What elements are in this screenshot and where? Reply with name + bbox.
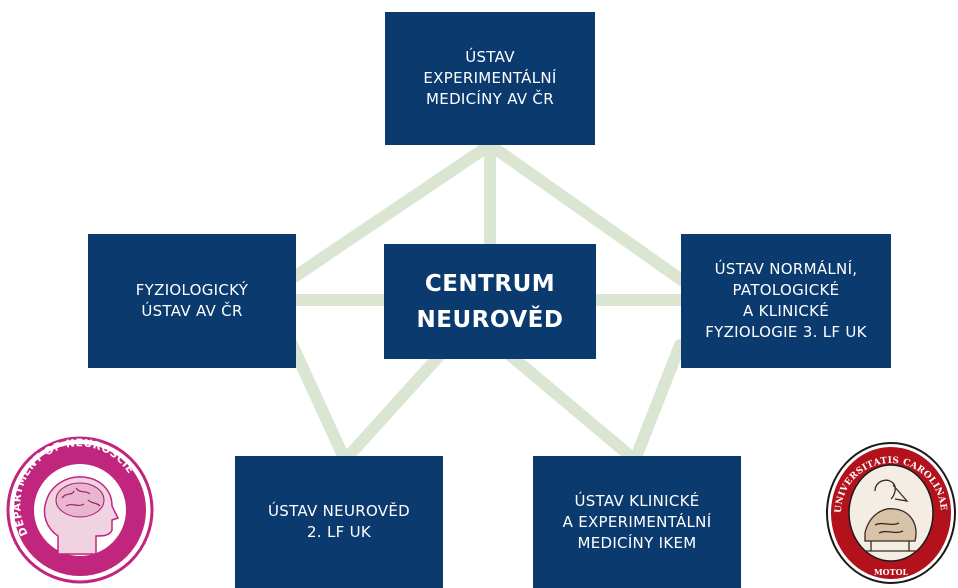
node-text-line: ÚSTAV <box>465 48 515 66</box>
node-text-line: A EXPERIMENTÁLNÍ <box>562 512 712 531</box>
node-text-line: ÚSTAV NEUROVĚD <box>268 502 410 520</box>
node-neuroscience-2lf: ÚSTAV NEUROVĚD 2. LF UK <box>235 456 443 588</box>
link-center-bottomleft <box>339 349 446 466</box>
node-text-line: PATOLOGICKÉ <box>732 281 840 299</box>
node-text-line: FYZIOLOGIE 3. LF UK <box>705 323 867 341</box>
node-physiological-institute: FYZIOLOGICKÝ ÚSTAV AV ČR <box>88 234 296 368</box>
node-text-line: NEUROVĚD <box>416 306 564 333</box>
logo-right-bottom-text: MOTOL <box>874 567 909 577</box>
node-text-line: MEDICÍNY IKEM <box>577 533 697 552</box>
node-text-line: ÚSTAV NORMÁLNÍ, <box>714 260 858 278</box>
link-left-bottomleft <box>284 334 351 466</box>
node-text-line: A KLINICKÉ <box>742 302 830 320</box>
node-text-line: 2. LF UK <box>306 523 372 541</box>
node-physiology-3lf: ÚSTAV NORMÁLNÍ, PATOLOGICKÉ A KLINICKÉ F… <box>681 234 891 368</box>
pelican-seal-icon <box>864 479 917 552</box>
node-ikem: ÚSTAV KLINICKÉ A EXPERIMENTÁLNÍ MEDICÍNY… <box>533 456 741 588</box>
node-text-line: ÚSTAV AV ČR <box>141 302 243 320</box>
link-center-bottomright <box>504 349 641 466</box>
faculty-seal-logo: UNIVERSITATIS CAROLINAE FACULTAS MEDICIN… <box>825 441 956 584</box>
link-top-left <box>254 139 496 306</box>
brain-head-icon <box>43 476 120 555</box>
node-text-line: FYZIOLOGICKÝ <box>135 281 249 299</box>
node-experimental-medicine: ÚSTAV EXPERIMENTÁLNÍ MEDICÍNY AV ČR <box>385 12 595 145</box>
node-text-line: CENTRUM <box>424 270 556 297</box>
node-text-line: ÚSTAV KLINICKÉ <box>574 491 700 510</box>
department-of-neuroscience-logo: DEPARTMENT OF NEUROSCIENCE <box>6 436 154 584</box>
node-text-line: EXPERIMENTÁLNÍ <box>423 69 557 87</box>
node-text-line: MEDICÍNY AV ČR <box>426 90 554 108</box>
link-right-bottomright <box>629 339 686 466</box>
link-top-right <box>484 139 716 306</box>
node-neuroscience-center: CENTRUM NEUROVĚD <box>384 244 596 359</box>
